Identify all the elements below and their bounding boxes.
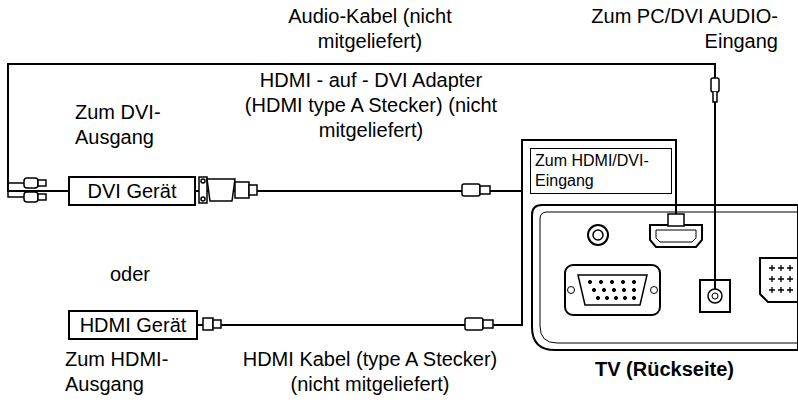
port-label: Zum HDMI-Ausgang: [65, 347, 190, 397]
hdmi-plugs: [203, 184, 493, 330]
device-name: DVI Gerät: [88, 180, 177, 202]
port-label: Zum PC/DVI AUDIO-Eingang: [548, 4, 778, 54]
cable-line: [196, 140, 676, 205]
tv-label: TV (Rückseite): [595, 357, 734, 381]
port-callout: Zum HDMI/DVI-Eingang: [530, 148, 672, 194]
cable-label: HDMI Kabel (type A Stecker) (nicht mitge…: [220, 347, 520, 397]
hdmi-plug: [668, 214, 684, 226]
device-box: DVI Gerät: [68, 176, 196, 206]
device-name: HDMI Gerät: [80, 314, 187, 336]
cable-label: Audio-Kabel (nicht mitgeliefert): [255, 4, 485, 54]
device-box: HDMI Gerät: [68, 310, 198, 340]
cable-line: [198, 140, 676, 325]
port-label: Zum DVI-Ausgang: [75, 100, 187, 150]
cable-line: [8, 64, 715, 205]
rca-plugs: [8, 178, 46, 202]
audio-plug: [711, 78, 719, 102]
separator-word: oder: [110, 262, 190, 287]
adapter-label: HDMI - auf - DVI Adapter (HDMI type A St…: [242, 68, 500, 143]
dvi-adapter: [199, 177, 257, 203]
connector-pins: [588, 265, 793, 300]
tv-back: TV (Rückseite): [532, 205, 798, 395]
tv-panel: [532, 205, 798, 350]
